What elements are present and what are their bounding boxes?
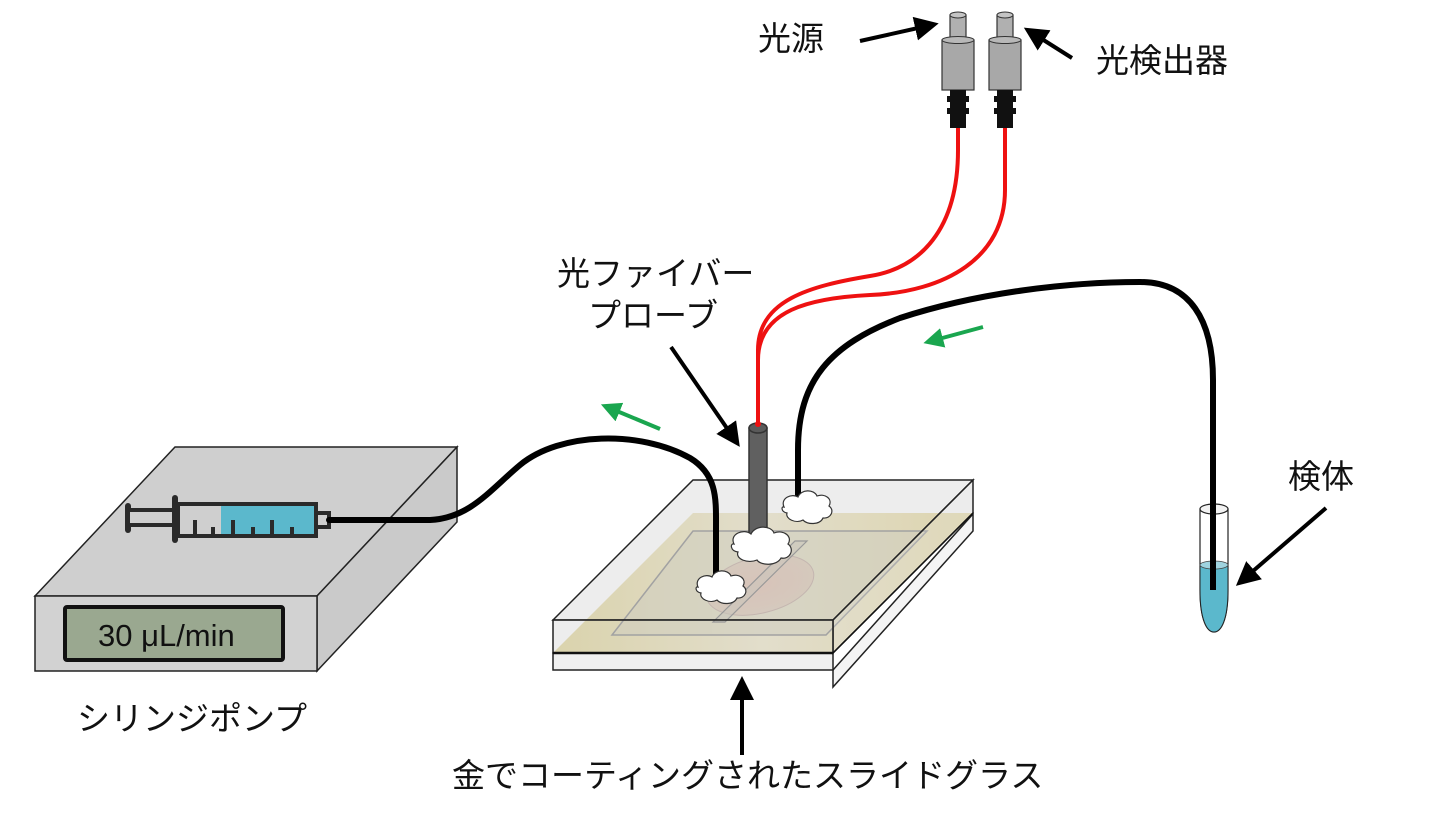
pump-lcd-display	[63, 605, 285, 662]
fiber-optic-probe	[748, 421, 768, 549]
cover-layer-front	[552, 619, 834, 654]
syringe-pump-label: シリンジポンプ	[77, 699, 307, 738]
sample-liquid	[1199, 564, 1229, 633]
flow-direction-arrow-icon	[600, 402, 661, 431]
outlet-tubing	[326, 435, 720, 588]
glass-slide-side	[832, 512, 974, 689]
sealant-blob	[695, 570, 747, 605]
syringe-icon	[125, 495, 331, 543]
sample-label: 検体	[1288, 457, 1354, 496]
fiber-photodetector	[756, 128, 1007, 428]
photodetector-label: 光検出器	[1096, 41, 1228, 80]
light-source-connector	[941, 11, 975, 128]
light-source-pointer-arrow	[859, 16, 939, 43]
gold-slide-label: 金でコーティングされたスライドグラス	[452, 756, 1043, 795]
glass-slide-front	[552, 652, 834, 671]
flow-direction-arrow-icon	[923, 325, 984, 348]
sealant-blob	[730, 526, 792, 565]
photodetector-pointer-arrow	[1023, 27, 1074, 60]
fiber-probe-label-line1: 光ファイバー	[557, 254, 754, 293]
sample-tube	[1199, 500, 1229, 633]
flow-rate-readout: 30 μL/min	[98, 618, 235, 653]
sample-pointer-arrow	[1235, 506, 1328, 586]
fiber-probe-pointer-arrow	[669, 345, 740, 447]
sealant-blob	[781, 490, 833, 525]
syringe-pump: 30 μL/min	[33, 445, 459, 673]
fiber-light-source	[756, 128, 960, 428]
light-source-label: 光源	[758, 19, 824, 58]
inlet-tubing	[795, 278, 1216, 593]
flow-slit	[711, 540, 809, 623]
photodetector-connector	[988, 11, 1022, 128]
fiber-probe-label-line2: プローブ	[588, 296, 718, 335]
